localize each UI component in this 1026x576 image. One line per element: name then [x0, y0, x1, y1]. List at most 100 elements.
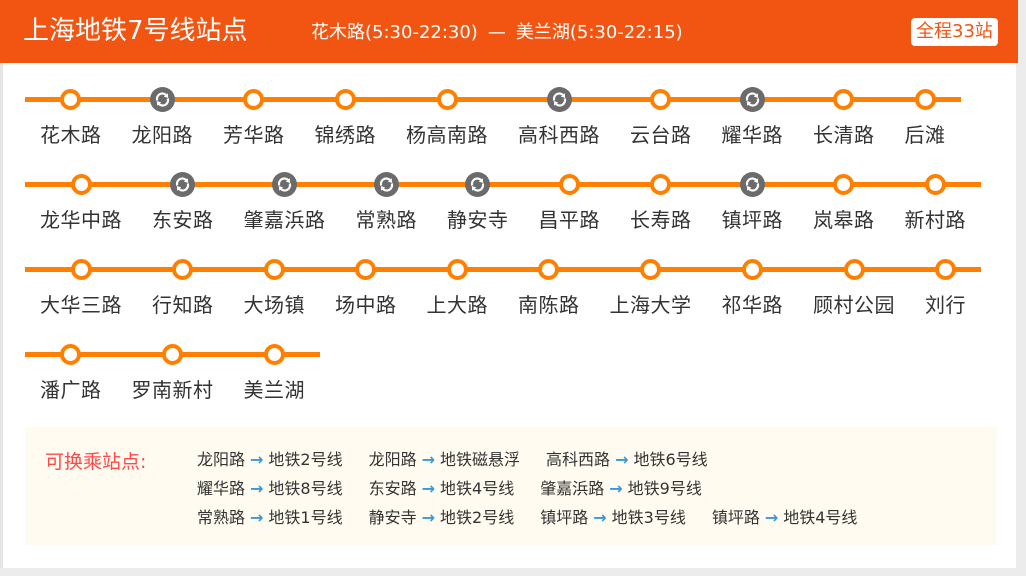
station-item[interactable]: 云台路: [615, 84, 707, 169]
arrow-right-icon: →: [421, 450, 436, 469]
interchange-icon: [373, 172, 399, 197]
route-separator: —: [487, 22, 506, 43]
station-item[interactable]: 肇嘉浜路: [228, 169, 341, 254]
station-name: 杨高南路: [406, 123, 488, 147]
station-name: 岚皋路: [813, 208, 875, 232]
station-name: 上海大学: [609, 293, 692, 317]
station-item[interactable]: 罗南新村: [116, 339, 229, 424]
transfer-item[interactable]: 镇坪路→地铁3号线: [540, 503, 686, 532]
station-dot-icon: [650, 89, 672, 110]
transfer-item[interactable]: 龙阳路→地铁2号线: [197, 445, 343, 474]
station-name: 祁华路: [721, 293, 783, 317]
station-name: 镇坪路: [721, 208, 783, 232]
transfer-line: 地铁4号线: [783, 508, 858, 527]
station-item[interactable]: 刘行: [910, 254, 981, 339]
station-name: 大场镇: [243, 293, 305, 317]
station-item[interactable]: 静安寺: [432, 169, 524, 254]
station-dot-icon: [436, 89, 458, 110]
station-item[interactable]: 花木路: [25, 84, 117, 169]
transfer-item[interactable]: 耀华路→地铁8号线: [197, 474, 343, 503]
transfer-station: 镇坪路: [711, 508, 760, 527]
station-name: 长寿路: [630, 208, 692, 232]
station-list: 花木路 龙阳路 芳华路 锦绣路 杨高南路 高科西路 云台路 耀华路 长清路 后滩: [25, 84, 1000, 424]
station-item[interactable]: 后滩: [889, 84, 961, 169]
station-item[interactable]: 大场镇: [228, 254, 320, 339]
station-dot-icon: [355, 259, 377, 280]
station-item[interactable]: 长寿路: [615, 169, 707, 254]
station-item[interactable]: 龙华中路: [25, 169, 137, 254]
interchange-icon: [272, 172, 297, 197]
station-item[interactable]: 岚皋路: [798, 169, 890, 254]
station-item[interactable]: 祁华路: [706, 254, 798, 339]
station-dot-icon: [650, 174, 672, 195]
station-name: 锦绣路: [314, 123, 376, 147]
station-item[interactable]: 锦绣路: [299, 84, 391, 169]
station-name: 上大路: [426, 293, 488, 317]
station-item[interactable]: 大华三路: [25, 254, 137, 339]
transfer-item[interactable]: 龙阳路→地铁磁悬浮: [369, 445, 520, 474]
station-item[interactable]: 东安路: [137, 169, 229, 254]
station-item[interactable]: 镇坪路: [706, 169, 798, 254]
arrow-right-icon: →: [250, 450, 264, 469]
route-end: 美兰湖(5:30-22:15): [515, 22, 683, 43]
transfer-line: 地铁1号线: [268, 508, 343, 527]
arrow-right-icon: →: [764, 508, 779, 527]
transfer-item[interactable]: 肇嘉浜路→地铁9号线: [540, 474, 702, 503]
transfer-station: 肇嘉浜路: [540, 479, 605, 498]
page-title: 上海地铁7号线站点: [23, 16, 248, 46]
station-dot-icon: [914, 89, 936, 110]
transfer-item[interactable]: 静安寺→地铁2号线: [369, 503, 515, 532]
station-item[interactable]: 昌平路: [523, 169, 615, 254]
station-dot-icon: [263, 259, 285, 280]
transfer-item[interactable]: 高科西路→地铁6号线: [546, 445, 708, 474]
station-item[interactable]: 上海大学: [594, 254, 707, 339]
transfer-station: 静安寺: [368, 508, 417, 527]
station-dot-icon: [446, 259, 468, 280]
transfer-item[interactable]: 镇坪路→地铁4号线: [712, 503, 858, 532]
transfer-item[interactable]: 东安路→地铁4号线: [369, 474, 515, 503]
station-item[interactable]: 龙阳路: [116, 84, 208, 169]
station-item[interactable]: 长清路: [798, 84, 890, 169]
station-item[interactable]: 美兰湖: [228, 339, 320, 424]
station-name: 顾村公园: [813, 293, 895, 317]
station-item[interactable]: 南陈路: [503, 254, 595, 339]
transfer-line: 地铁6号线: [633, 450, 708, 469]
station-item[interactable]: 新村路: [889, 169, 981, 254]
station-item[interactable]: 耀华路: [706, 84, 798, 169]
station-dot-icon: [833, 89, 855, 110]
station-name: 行知路: [152, 293, 214, 317]
station-dot-icon: [70, 259, 92, 280]
station-name: 云台路: [630, 123, 692, 147]
station-item[interactable]: 常熟路: [340, 169, 432, 254]
station-name: 昌平路: [538, 208, 600, 232]
arrow-right-icon: →: [609, 479, 623, 498]
transfer-station: 高科西路: [546, 450, 611, 469]
transfer-line: 地铁2号线: [440, 508, 515, 527]
station-dot-icon: [172, 259, 194, 280]
transfer-station: 镇坪路: [540, 508, 589, 527]
station-item[interactable]: 行知路: [137, 254, 229, 339]
station-dot-icon: [558, 174, 580, 195]
station-item[interactable]: 高科西路: [503, 84, 615, 169]
transfer-line: 地铁磁悬浮: [440, 450, 521, 469]
station-name: 罗南新村: [131, 378, 214, 402]
station-name: 东安路: [152, 208, 214, 232]
interchange-icon: [465, 172, 491, 197]
station-item[interactable]: 场中路: [320, 254, 412, 339]
station-name: 花木路: [40, 123, 102, 147]
station-item[interactable]: 顾村公园: [798, 254, 910, 339]
station-item[interactable]: 潘广路: [25, 339, 117, 424]
transfer-station: 常熟路: [197, 508, 246, 527]
station-name: 潘广路: [40, 378, 102, 402]
arrow-right-icon: →: [250, 479, 264, 498]
station-dot-icon: [334, 89, 356, 110]
station-item[interactable]: 芳华路: [208, 84, 300, 169]
station-name: 美兰湖: [243, 378, 305, 402]
interchange-icon: [546, 87, 572, 112]
station-dot-icon: [843, 259, 865, 280]
transfer-list: 龙阳路→地铁2号线龙阳路→地铁磁悬浮高科西路→地铁6号线耀华路→地铁8号线东安路…: [197, 445, 987, 532]
station-item[interactable]: 杨高南路: [391, 84, 503, 169]
transfer-line: 地铁4号线: [440, 479, 515, 498]
station-item[interactable]: 上大路: [411, 254, 503, 339]
transfer-item[interactable]: 常熟路→地铁1号线: [197, 503, 343, 532]
